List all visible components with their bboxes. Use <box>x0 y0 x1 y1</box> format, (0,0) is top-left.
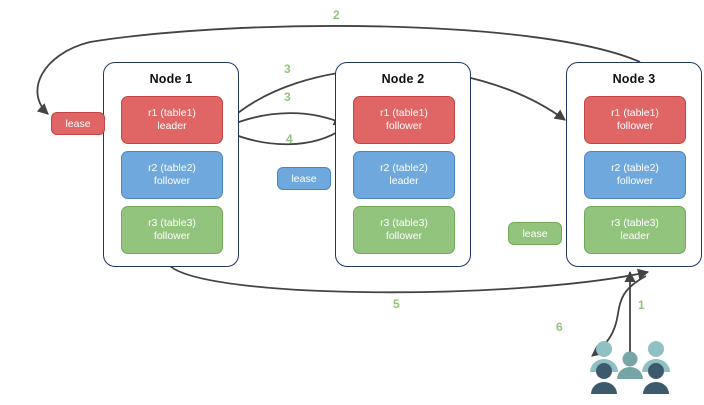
replica-role: leader <box>157 120 187 132</box>
replica-node1-r1[interactable]: r1 (table1) leader <box>121 96 223 144</box>
node-card-node2[interactable]: Node 2 r1 (table1) follower r2 (table2) … <box>335 62 471 267</box>
step-label-2: 2 <box>333 8 340 22</box>
replica-role: follower <box>616 175 654 187</box>
step-label-1: 1 <box>638 298 645 312</box>
replica-table: r3 (table3) <box>148 217 196 229</box>
replica-table: r3 (table3) <box>380 217 428 229</box>
replica-table: r1 (table1) <box>380 107 428 119</box>
replica-table: r2 (table2) <box>148 162 196 174</box>
arrow-step-4 <box>226 127 345 146</box>
step-label-4: 4 <box>286 132 293 146</box>
step-label-5: 5 <box>393 297 400 311</box>
replica-node1-r2[interactable]: r2 (table2) follower <box>121 151 223 199</box>
replica-node3-r1[interactable]: r1 (table1) follower <box>584 96 686 144</box>
replica-node1-r3[interactable]: r3 (table3) follower <box>121 206 223 254</box>
replica-role: leader <box>620 230 650 242</box>
replica-table: r2 (table2) <box>380 162 428 174</box>
replica-node2-r1[interactable]: r1 (table1) follower <box>353 96 455 144</box>
replica-table: r1 (table1) <box>611 107 659 119</box>
replica-node2-r2[interactable]: r2 (table2) leader <box>353 151 455 199</box>
replica-node3-r3[interactable]: r3 (table3) leader <box>584 206 686 254</box>
replica-role: follower <box>385 120 423 132</box>
node-title: Node 2 <box>381 72 425 86</box>
arrow-step-5 <box>169 265 650 294</box>
users-group-icon <box>588 338 672 396</box>
replica-node2-r3[interactable]: r3 (table3) follower <box>353 206 455 254</box>
node-title: Node 1 <box>149 72 193 86</box>
step-label-6: 6 <box>556 320 563 334</box>
lease-badge-red[interactable]: lease <box>51 112 105 135</box>
replica-node3-r2[interactable]: r2 (table2) follower <box>584 151 686 199</box>
arrow-step-3-lower <box>225 112 346 128</box>
replica-role: follower <box>153 230 191 242</box>
replica-table: r1 (table1) <box>148 107 196 119</box>
lease-badge-blue[interactable]: lease <box>277 167 331 190</box>
replica-role: follower <box>616 120 654 132</box>
node-title: Node 3 <box>612 72 656 86</box>
step-label-3-lower: 3 <box>284 90 291 104</box>
replica-role: follower <box>153 175 191 187</box>
node-card-node1[interactable]: Node 1 r1 (table1) leader r2 (table2) fo… <box>103 62 239 267</box>
replica-table: r3 (table3) <box>611 217 659 229</box>
lease-badge-green[interactable]: lease <box>508 222 562 245</box>
step-label-3-upper: 3 <box>284 62 291 76</box>
replica-role: follower <box>385 230 423 242</box>
replica-role: leader <box>389 175 419 187</box>
node-card-node3[interactable]: Node 3 r1 (table1) follower r2 (table2) … <box>566 62 702 267</box>
replica-table: r2 (table2) <box>611 162 659 174</box>
arrow-step-2 <box>36 25 641 115</box>
